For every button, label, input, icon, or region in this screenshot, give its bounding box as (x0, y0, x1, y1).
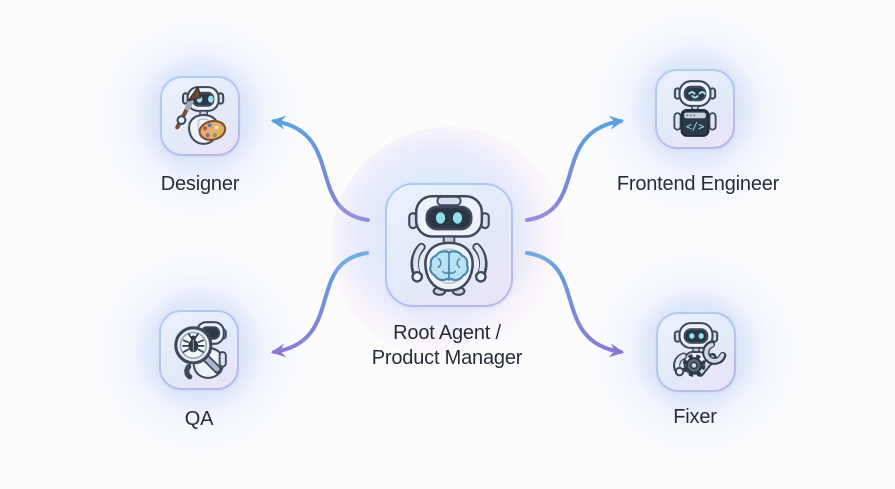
gear-glyph (682, 354, 706, 377)
robot-code-window-icon: </> (673, 80, 717, 137)
agent-card-qa-surface (161, 312, 237, 388)
palette-glyph (198, 119, 227, 141)
agent-card-designer (160, 76, 240, 156)
code-glyph-text: </> (686, 121, 705, 133)
bug-glyph (182, 333, 205, 353)
agent-card-designer-surface (162, 78, 238, 154)
happy-face-glyph (688, 91, 706, 99)
wrench-glyph (696, 340, 727, 377)
agent-label-designer: Designer (160, 173, 240, 195)
code-window-glyph: </> (680, 109, 710, 137)
root-agent-label: Root Agent / Product Manager (347, 321, 547, 371)
root-agent-label-line2: Product Manager (371, 347, 523, 369)
agent-card-fixer (656, 312, 736, 392)
robot-magnifier-bug-icon (174, 321, 227, 380)
paintbrush-glyph (175, 86, 202, 130)
agent-card-frontend-engineer: </> (655, 69, 735, 149)
robot-with-brain-icon (408, 194, 490, 296)
agent-card-fixer-surface (658, 314, 734, 390)
agent-card-root-surface (387, 185, 511, 305)
agent-label-fixer: Fixer (673, 406, 717, 428)
brain-glyph (429, 250, 469, 282)
root-agent-label-line1: Root Agent / (393, 322, 501, 344)
agent-card-root-product-manager (385, 183, 513, 307)
robot-paintbrush-palette-icon (175, 86, 227, 145)
agent-card-qa (159, 310, 239, 390)
arms (410, 242, 488, 283)
agent-label-qa: QA (184, 408, 214, 430)
robot-wrench-gear-icon (673, 322, 727, 377)
left-arm (673, 352, 688, 377)
agent-label-frontend-engineer: Frontend Engineer (616, 173, 780, 195)
agent-card-frontend-surface: </> (657, 71, 733, 147)
